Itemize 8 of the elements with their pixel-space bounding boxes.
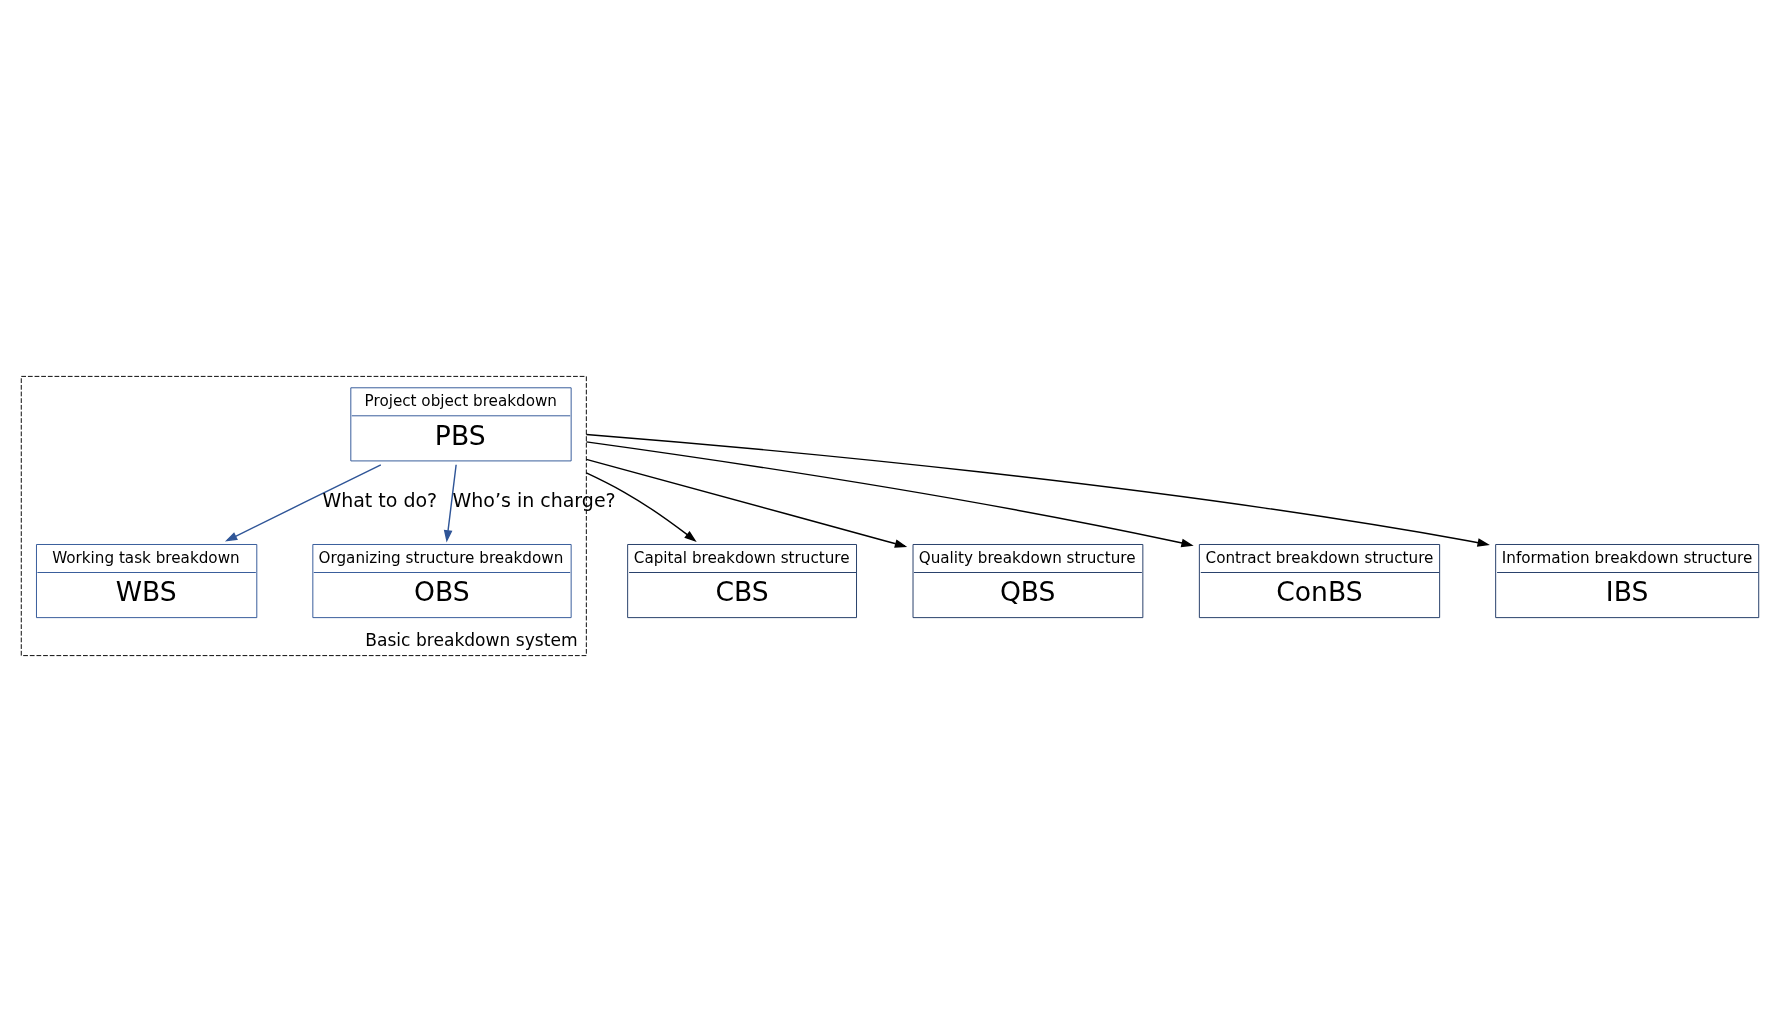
arrow bbox=[585, 472, 697, 542]
arrow bbox=[585, 441, 1194, 548]
arrow bbox=[585, 433, 1490, 547]
edge-label: Who’s in charge? bbox=[452, 489, 616, 512]
arrow bbox=[443, 464, 457, 543]
arrow bbox=[224, 464, 382, 542]
arrow bbox=[585, 458, 908, 548]
edge-label: What to do? bbox=[322, 489, 438, 512]
